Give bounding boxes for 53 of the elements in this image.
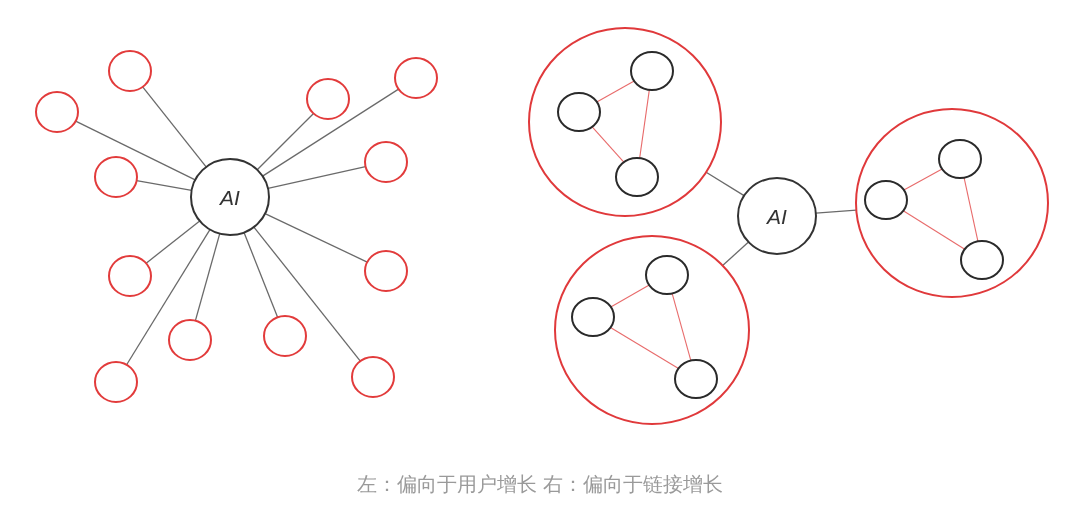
node-circle bbox=[364, 250, 408, 292]
connector-line bbox=[610, 284, 650, 308]
node-circle bbox=[960, 240, 1004, 280]
node-circle bbox=[108, 50, 152, 92]
node-circle bbox=[263, 315, 307, 357]
connector-line bbox=[75, 120, 196, 181]
node-circle bbox=[306, 78, 350, 120]
caption: 左：偏向于用户增长 右：偏向于链接增长 bbox=[356, 472, 724, 497]
node-circle bbox=[571, 297, 615, 337]
connector-line bbox=[194, 233, 221, 322]
node-circle bbox=[864, 180, 908, 220]
connector-line bbox=[609, 326, 680, 370]
node-circle bbox=[645, 255, 689, 295]
connector-line bbox=[815, 209, 857, 214]
connector-line bbox=[256, 112, 315, 171]
connector-line bbox=[145, 220, 201, 264]
connector-line bbox=[722, 241, 750, 267]
node-circle bbox=[615, 157, 659, 197]
node-label: AI bbox=[767, 205, 787, 227]
connector-line bbox=[671, 292, 692, 362]
node-circle bbox=[630, 51, 674, 91]
node-circle bbox=[108, 255, 152, 297]
node-label: AI bbox=[220, 186, 240, 208]
connector-line bbox=[253, 226, 361, 362]
connector-line bbox=[903, 168, 943, 191]
connector-line bbox=[243, 231, 279, 318]
node-circle bbox=[351, 356, 395, 398]
connector-line bbox=[902, 210, 966, 250]
connector-line bbox=[963, 177, 979, 242]
connector-line bbox=[267, 165, 367, 190]
connector-line bbox=[639, 89, 650, 159]
hub-circle bbox=[190, 158, 270, 236]
node-circle bbox=[94, 361, 138, 403]
node-circle bbox=[364, 141, 408, 183]
node-circle bbox=[674, 359, 718, 399]
hub-circle bbox=[737, 177, 817, 255]
node-circle bbox=[557, 92, 601, 132]
connector-line bbox=[142, 86, 207, 168]
node-circle bbox=[168, 319, 212, 361]
cluster-circle bbox=[528, 27, 722, 217]
node-circle bbox=[94, 156, 138, 198]
connector-line bbox=[261, 88, 400, 177]
node-circle bbox=[35, 91, 79, 133]
cluster-circle bbox=[554, 235, 750, 425]
connector-line bbox=[596, 80, 635, 103]
connector-line bbox=[125, 228, 211, 366]
node-circle bbox=[938, 139, 982, 179]
cluster-circle bbox=[855, 108, 1049, 298]
connector-line bbox=[136, 179, 193, 191]
node-circle bbox=[394, 57, 438, 99]
connector-line bbox=[591, 126, 625, 163]
connector-line bbox=[264, 213, 368, 263]
connector-line bbox=[705, 171, 745, 197]
